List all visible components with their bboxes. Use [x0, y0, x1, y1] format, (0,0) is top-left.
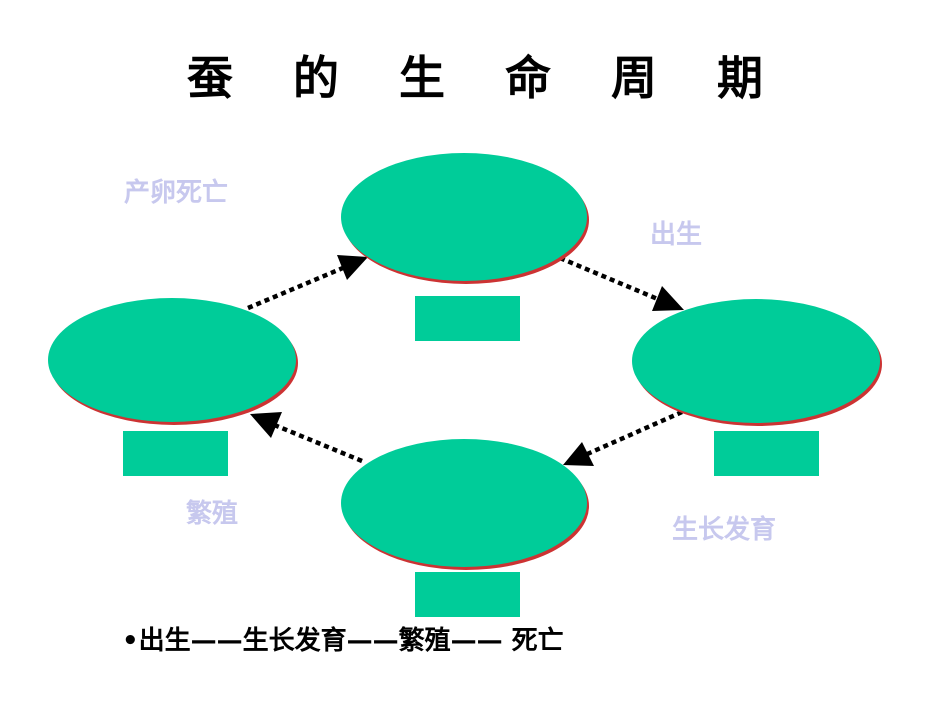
page-title: 蚕 的 生 命 周 期	[186, 51, 786, 105]
arrowhead-right-to-bottom	[563, 442, 594, 466]
stage-top-ellipse	[341, 153, 587, 281]
summary-line: •出生——生长发育——繁殖—— 死亡	[122, 620, 564, 657]
arrow-bottom-to-left	[271, 421, 363, 464]
cycle-arrows	[247, 255, 684, 466]
arrowhead-left-to-top	[337, 255, 368, 280]
label-bottom-left: 繁殖	[186, 499, 239, 529]
stage-top	[341, 153, 589, 284]
answer-box-right	[714, 431, 819, 476]
arrow-top-to-right	[559, 255, 661, 303]
stage-right	[632, 299, 882, 426]
arrowhead-top-to-right	[652, 286, 684, 311]
stage-left-ellipse	[48, 298, 296, 422]
answer-box-bottom	[415, 572, 520, 617]
stage-left	[48, 298, 298, 425]
bullet-icon: •	[122, 626, 139, 656]
arrow-right-to-bottom	[584, 409, 683, 458]
answer-box-top	[415, 296, 520, 341]
arrowhead-bottom-to-left	[250, 412, 282, 438]
stage-right-ellipse	[632, 299, 880, 423]
summary-text: 出生——生长发育——繁殖—— 死亡	[138, 626, 564, 656]
stage-bottom	[341, 439, 589, 570]
stage-bottom-ellipse	[341, 439, 587, 567]
label-bottom-right: 生长发育	[672, 515, 777, 545]
answer-box-left	[123, 431, 228, 476]
arrow-left-to-top	[247, 262, 351, 311]
label-top-right: 出生	[650, 220, 703, 250]
label-top-left: 产卵死亡	[124, 178, 229, 208]
